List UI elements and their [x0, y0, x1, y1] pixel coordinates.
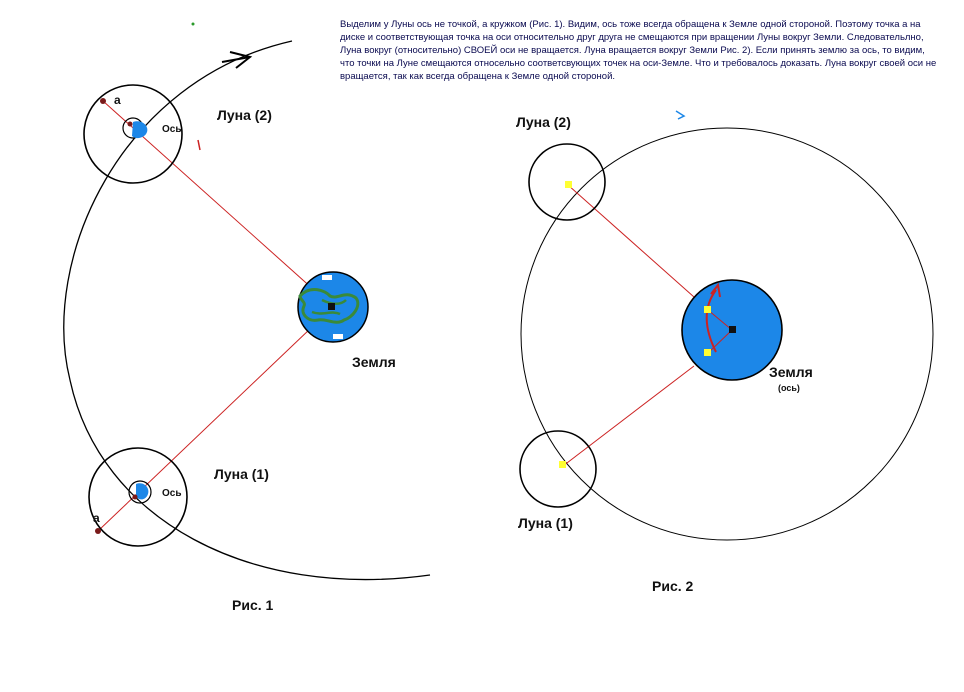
- moon-2-axis-fill: [132, 121, 148, 139]
- fig2-moon-2-label: Луна (2): [516, 114, 571, 130]
- earth-fig1-land: [298, 288, 360, 324]
- earth-fig2-spoke-bottom: [707, 329, 733, 354]
- moon-2-point-a: [100, 98, 106, 104]
- moon-1-axis-point: [132, 494, 138, 500]
- fig1-point-a-top: а: [114, 93, 121, 107]
- moon-2-disk-fig2: [528, 143, 606, 221]
- fig1-caption: Рис. 1: [232, 597, 274, 613]
- radius-line-top-fig2: [567, 184, 695, 298]
- orbit-arrow-fig2-icon: [675, 110, 686, 120]
- earth-fig1-center: [328, 303, 335, 310]
- earth-fig2-marker-bottom: [704, 349, 711, 356]
- fig1-point-a-bottom: а: [93, 511, 100, 525]
- fig1-moon-2-label: Луна (2): [217, 107, 272, 123]
- earth-fig1-ice-bottom: [333, 334, 343, 339]
- figure-1: Луна (2) Луна (1) Земля Ось Ось а а Рис.…: [63, 40, 431, 613]
- fig1-axis-label-top: Ось: [162, 124, 182, 135]
- figure-2: Луна (2) Луна (1) Земля (ось) Рис. 2: [516, 110, 934, 594]
- moon-2-edge-tick: [197, 139, 201, 151]
- earth-fig1-ice-top: [322, 275, 332, 280]
- green-speck: [191, 22, 195, 26]
- moon-1-disk: [88, 447, 188, 547]
- orbit-arc-fig1: [63, 40, 431, 581]
- fig2-earth-sublabel: (ось): [778, 383, 800, 393]
- fig2-earth-label: Земля: [769, 364, 813, 380]
- orbit-arrow-shaft: [221, 56, 251, 63]
- moon-1-axis-fill: [136, 483, 149, 500]
- earth-fig2-spoke-top: [707, 309, 733, 331]
- fig1-moon-1-label: Луна (1): [214, 466, 269, 482]
- earth-fig2-center: [729, 326, 736, 333]
- moon-1-disk-fig2: [519, 430, 597, 508]
- earth-fig2-rotation-arc: [705, 289, 717, 353]
- explanation-text: Выделим у Луны ось не точкой, а кружком …: [340, 19, 937, 82]
- moon-1-point-a: [95, 528, 101, 534]
- earth-fig2-rotation-arrow-icon: [710, 282, 721, 298]
- moon-1-marker-fig2: [559, 461, 566, 468]
- fig2-moon-1-label: Луна (1): [518, 515, 573, 531]
- earth-fig1: [297, 271, 369, 343]
- moon-2-marker-fig2: [565, 181, 572, 188]
- fig2-caption: Рис. 2: [652, 578, 694, 594]
- radius-line-bottom-fig2: [562, 365, 695, 467]
- moon-1-axis-circle: [128, 480, 152, 504]
- fig1-earth-label: Земля: [352, 354, 396, 370]
- earth-fig2-marker-top: [704, 306, 711, 313]
- moon-2-disk: [83, 84, 183, 184]
- fig1-axis-label-bottom: Ось: [162, 488, 182, 499]
- orbit-circle-fig2: [520, 127, 934, 541]
- moon-2-axis-point: [127, 121, 133, 127]
